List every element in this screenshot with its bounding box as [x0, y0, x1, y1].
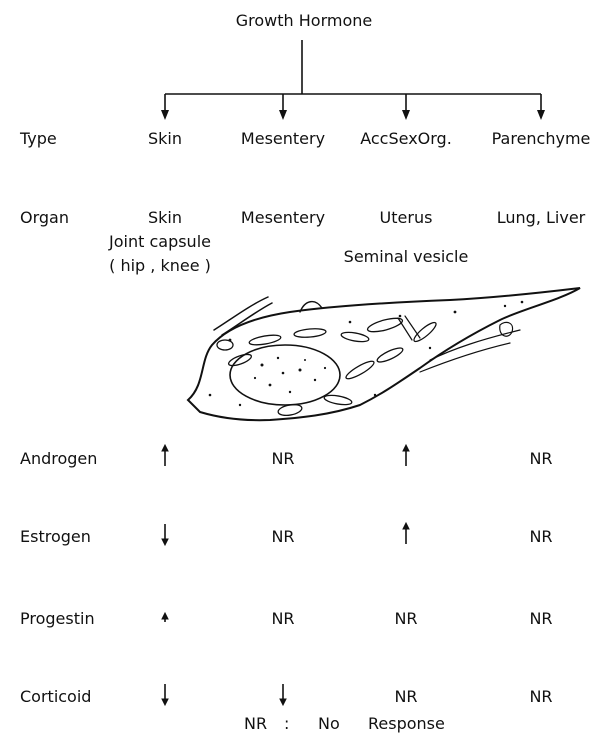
organ-joint-capsule: Joint capsule — [109, 233, 211, 251]
organ-seminal-vesicle: Seminal vesicle — [344, 248, 469, 266]
type-acc-sex-org: AccSexOrg. — [360, 130, 452, 148]
arrowhead-parenchyme — [537, 110, 545, 120]
response-progestin-parenchyme: NR — [529, 610, 552, 628]
response-estrogen-mesentery: NR — [271, 528, 294, 546]
arrowhead-mesentery — [279, 110, 287, 120]
response-androgen-parenchyme: NR — [529, 450, 552, 468]
response-androgen-acc_sex-up-arrow-icon — [396, 444, 416, 474]
organ-uterus: Uterus — [380, 209, 433, 227]
response-progestin-skin-up-arrow-icon — [155, 612, 175, 642]
organ-joint-detail: ( hip , knee ) — [109, 257, 211, 275]
organ-lung-liver: Lung, Liver — [497, 209, 586, 227]
hormone-label-progestin: Progestin — [20, 610, 95, 628]
hormone-label-androgen: Androgen — [20, 450, 97, 468]
legend-abbr: NR — [244, 715, 267, 733]
legend-meaning-no: No — [318, 715, 340, 733]
legend-meaning-response: Response — [368, 715, 445, 733]
response-corticoid-parenchyme: NR — [529, 688, 552, 706]
response-androgen-skin-up-arrow-icon — [155, 444, 175, 474]
arrowhead-skin — [161, 110, 169, 120]
response-progestin-mesentery: NR — [271, 610, 294, 628]
row-label-type: Type — [20, 130, 57, 148]
type-mesentery: Mesentery — [241, 130, 325, 148]
cell-illustration — [188, 288, 580, 420]
type-skin: Skin — [148, 130, 182, 148]
response-corticoid-skin-down-arrow-icon — [155, 682, 175, 712]
response-estrogen-skin-down-arrow-icon — [155, 522, 175, 552]
response-estrogen-acc_sex-up-arrow-icon — [396, 522, 416, 552]
organ-skin: Skin — [148, 209, 182, 227]
response-androgen-mesentery: NR — [271, 450, 294, 468]
row-label-organ: Organ — [20, 209, 69, 227]
hormone-label-corticoid: Corticoid — [20, 688, 91, 706]
response-estrogen-parenchyme: NR — [529, 528, 552, 546]
arrowhead-acc-sex — [402, 110, 410, 120]
response-corticoid-mesentery-down-arrow-icon — [273, 682, 293, 712]
legend-separator: : — [284, 715, 289, 733]
hormone-label-estrogen: Estrogen — [20, 528, 91, 546]
organ-mesentery: Mesentery — [241, 209, 325, 227]
response-corticoid-acc_sex: NR — [394, 688, 417, 706]
type-parenchyme: Parenchyme — [492, 130, 591, 148]
response-progestin-acc_sex: NR — [394, 610, 417, 628]
